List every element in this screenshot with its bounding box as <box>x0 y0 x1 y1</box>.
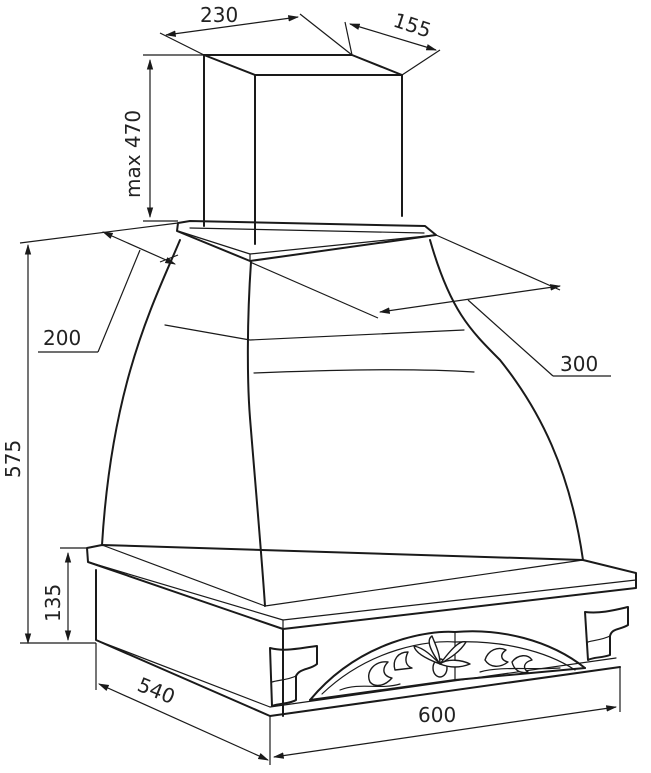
dim-label-135: 135 <box>41 584 65 622</box>
dim-base-width: 600 <box>272 667 621 759</box>
dim-label-200: 200 <box>43 326 81 350</box>
dim-label-300: 300 <box>560 352 598 376</box>
dim-label-max-470: max 470 <box>121 110 145 198</box>
hood-body <box>101 239 584 607</box>
collar-ring <box>176 220 437 262</box>
dim-chimney-height: max 470 <box>121 54 204 222</box>
dim-label-540: 540 <box>134 672 178 709</box>
dim-label-575: 575 <box>1 440 25 478</box>
dim-label-600: 600 <box>418 703 456 727</box>
carved-ornament <box>339 635 561 691</box>
dim-collar-width: 300 <box>249 234 611 377</box>
chimney <box>203 54 403 245</box>
dim-collar-depth: 200 <box>19 222 179 353</box>
dim-label-155: 155 <box>390 8 434 43</box>
dim-chimney-width: 230 <box>159 3 353 56</box>
hood-base <box>86 544 637 717</box>
dim-overall-height: 575 <box>1 243 96 645</box>
dim-label-230: 230 <box>200 3 238 27</box>
dim-chimney-depth: 155 <box>344 8 441 76</box>
dim-base-height: 135 <box>41 547 87 642</box>
